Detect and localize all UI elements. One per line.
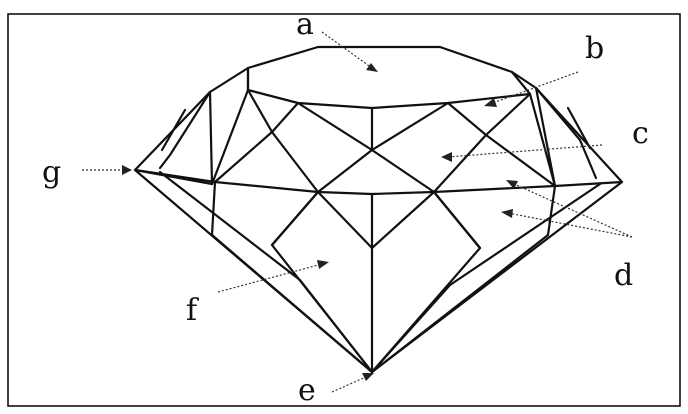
label-e: e xyxy=(298,373,316,408)
arrow-f xyxy=(217,260,329,293)
crown-facets xyxy=(158,66,598,194)
girdle-lower xyxy=(133,168,214,186)
diamond-drawing xyxy=(133,45,624,374)
diagram-frame xyxy=(7,13,681,407)
arrow-a xyxy=(321,31,378,72)
label-a: a xyxy=(296,7,314,42)
pavilion-facets xyxy=(158,170,602,374)
label-c: c xyxy=(632,116,649,151)
arrow-d-1 xyxy=(506,180,633,238)
label-g: g xyxy=(42,155,61,190)
arrow-b xyxy=(484,71,579,107)
label-f: f xyxy=(186,293,199,328)
arrow-d-2 xyxy=(501,209,633,238)
label-d: d xyxy=(614,258,633,293)
label-b: b xyxy=(585,31,604,66)
arrow-g xyxy=(82,165,132,175)
pointer-arrows xyxy=(82,31,633,393)
letter-labels: a b c d e f g xyxy=(42,7,649,408)
table-facet xyxy=(246,45,532,110)
arrow-e xyxy=(331,373,374,393)
arrow-c xyxy=(441,144,603,162)
